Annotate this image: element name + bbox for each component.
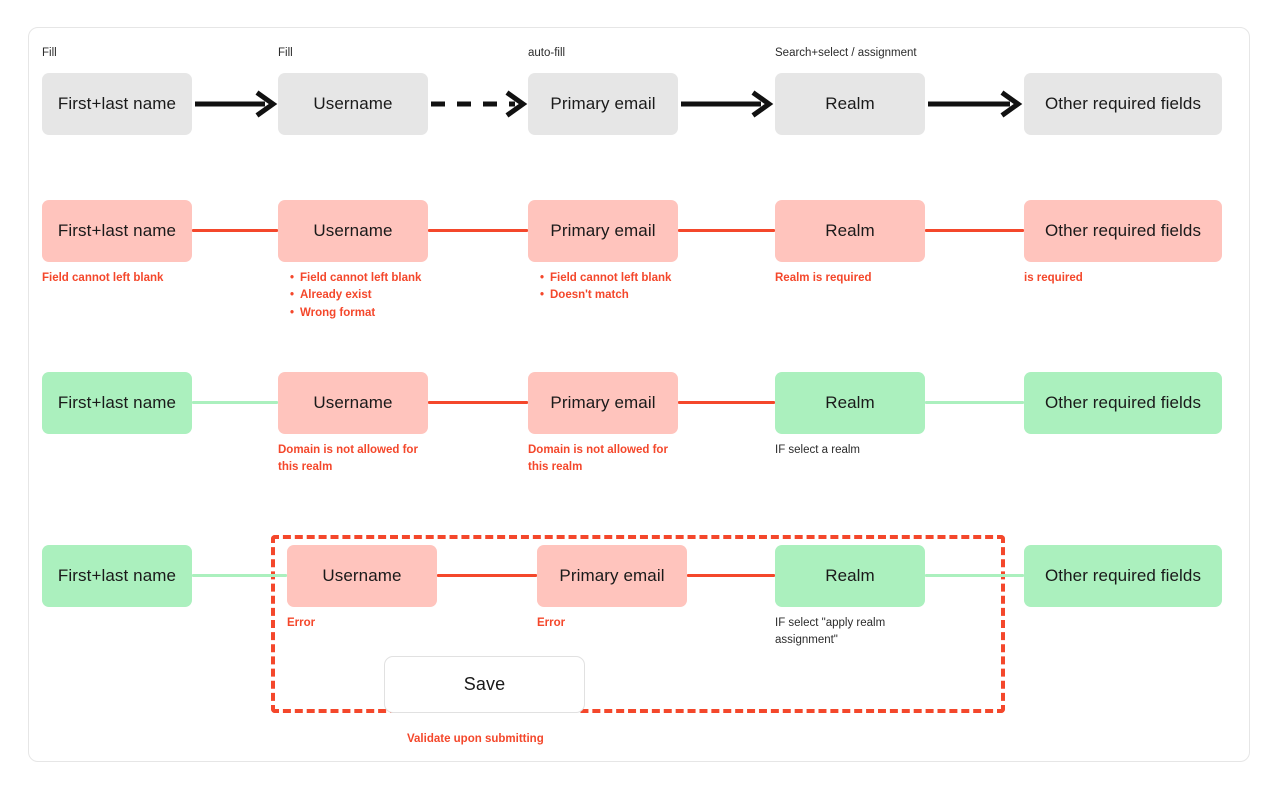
row4-connector-4 (925, 574, 1024, 577)
row3-note-realm: IF select a realm (775, 444, 860, 456)
row2-node-primary-email[interactable]: Primary email (528, 200, 678, 262)
save-button-label: Save (463, 673, 506, 694)
row3-node-username[interactable]: Username (278, 372, 428, 434)
row3-connector-1 (192, 401, 278, 404)
row3-connector-4 (925, 401, 1024, 404)
row1-node-primary-email[interactable]: Primary email (528, 73, 678, 135)
row2-node-first-last-name[interactable]: First+last name (42, 200, 192, 262)
row1-node-username-text: Username (313, 93, 393, 113)
row3-message-primary-email: Domain is not allowed for this realm (528, 444, 668, 474)
row2-node-username-text: Username (313, 220, 393, 240)
row2-connector-3 (678, 229, 775, 232)
row3-node-primary-email-text: Primary email (550, 392, 656, 412)
row4-connector-1 (192, 574, 287, 577)
row4-connector-3 (687, 574, 775, 577)
row4-node-primary-email[interactable]: Primary email (537, 545, 687, 607)
row4-node-username-text: Username (322, 565, 402, 585)
row3-node-username-text: Username (313, 392, 393, 412)
row1-arrow-solid-1 (195, 90, 278, 118)
row3-message-username: Domain is not allowed for this realm (278, 444, 418, 474)
row1-node-realm-text: Realm (825, 93, 875, 113)
row1-node-primary-email-text: Primary email (550, 93, 656, 113)
row1-label-primary-email: auto-fill (528, 47, 566, 59)
save-validate-caption: Validate upon submitting (407, 733, 544, 745)
row2-message-username: Field cannot left blank Already exist Wr… (288, 270, 421, 322)
row4-node-other-required-fields-text: Other required fields (1044, 565, 1202, 585)
row3-node-first-last-name-text: First+last name (57, 392, 177, 412)
row3-node-realm-text: Realm (825, 392, 875, 412)
row4-note-realm: IF select "apply realm assignment" (775, 617, 886, 646)
row3-node-first-last-name[interactable]: First+last name (42, 372, 192, 434)
row2-connector-4 (925, 229, 1024, 232)
row2-message-first-last-name: Field cannot left blank (42, 272, 164, 284)
row1-arrow-solid-3 (928, 90, 1023, 118)
row3-node-other-required-fields-text: Other required fields (1044, 392, 1202, 412)
row2-message-primary-email: Field cannot left blank Doesn't match (538, 270, 671, 305)
row2-message-username-item-1: Field cannot left blank (290, 270, 421, 288)
row3-node-primary-email[interactable]: Primary email (528, 372, 678, 434)
row4-node-realm[interactable]: Realm (775, 545, 925, 607)
row1-node-other-required-fields-text: Other required fields (1044, 93, 1202, 113)
row2-node-username[interactable]: Username (278, 200, 428, 262)
row1-node-username[interactable]: Username (278, 73, 428, 135)
row2-connector-2 (428, 229, 528, 232)
row1-node-other-required-fields[interactable]: Other required fields (1024, 73, 1222, 135)
save-button[interactable]: Save (384, 656, 585, 713)
row2-node-first-last-name-text: First+last name (57, 220, 177, 240)
row1-label-first-last-name: Fill (42, 47, 57, 59)
row4-node-first-last-name[interactable]: First+last name (42, 545, 192, 607)
row3-connector-2 (428, 401, 528, 404)
row1-label-username: Fill (278, 47, 293, 59)
row3-node-other-required-fields[interactable]: Other required fields (1024, 372, 1222, 434)
row1-arrow-dashed (431, 90, 528, 118)
row2-connector-1 (192, 229, 278, 232)
row3-connector-3 (678, 401, 775, 404)
row2-message-username-item-3: Wrong format (290, 305, 421, 323)
row2-node-primary-email-text: Primary email (550, 220, 656, 240)
row1-node-realm[interactable]: Realm (775, 73, 925, 135)
row2-node-other-required-fields[interactable]: Other required fields (1024, 200, 1222, 262)
row2-node-realm[interactable]: Realm (775, 200, 925, 262)
row4-message-username: Error (287, 617, 316, 629)
row1-node-first-last-name-text: First+last name (57, 93, 177, 113)
row2-message-primary-email-item-1: Field cannot left blank (540, 270, 671, 288)
row2-message-primary-email-item-2: Doesn't match (540, 287, 671, 305)
row2-message-other-required-fields: is required (1024, 272, 1083, 284)
row2-node-other-required-fields-text: Other required fields (1044, 220, 1202, 240)
row4-message-primary-email: Error (537, 617, 566, 629)
row4-node-primary-email-text: Primary email (559, 565, 665, 585)
row2-node-realm-text: Realm (825, 220, 875, 240)
row4-connector-2 (437, 574, 537, 577)
row1-arrow-solid-2 (681, 90, 774, 118)
row4-node-realm-text: Realm (825, 565, 875, 585)
row2-message-realm: Realm is required (775, 272, 872, 284)
row3-node-realm[interactable]: Realm (775, 372, 925, 434)
row1-label-realm: Search+select / assignment (775, 47, 917, 59)
row1-node-first-last-name[interactable]: First+last name (42, 73, 192, 135)
row2-message-username-item-2: Already exist (290, 287, 421, 305)
row4-node-other-required-fields[interactable]: Other required fields (1024, 545, 1222, 607)
row4-node-username[interactable]: Username (287, 545, 437, 607)
diagram-board: Fill Fill auto-fill Search+select / assi… (28, 27, 1250, 762)
row4-node-first-last-name-text: First+last name (57, 565, 177, 585)
